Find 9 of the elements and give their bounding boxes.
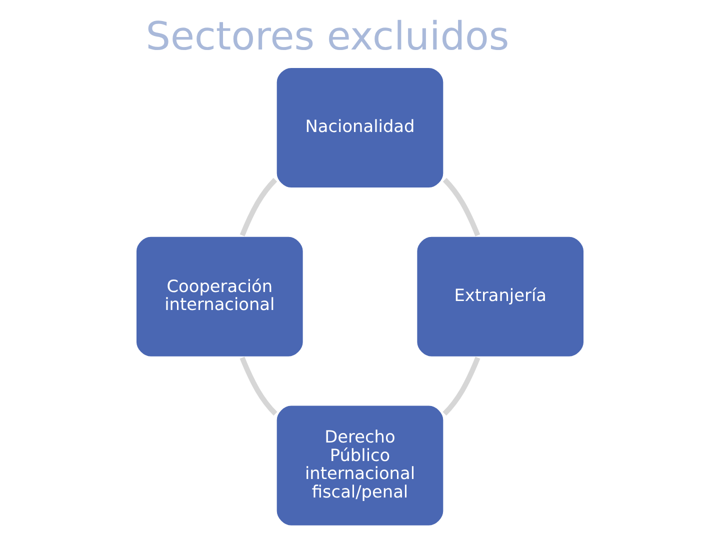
connector [240, 178, 278, 236]
node-box: Nacionalidad [274, 65, 446, 190]
connector [240, 356, 278, 416]
node-box: Cooperación internacional [134, 234, 306, 359]
node-box: Extranjería [414, 234, 586, 359]
node-box: Derecho Público internacional fiscal/penal [274, 403, 446, 528]
connector [442, 356, 480, 416]
diagram-title: Sectores excluidos [146, 14, 510, 60]
connector [442, 178, 480, 236]
